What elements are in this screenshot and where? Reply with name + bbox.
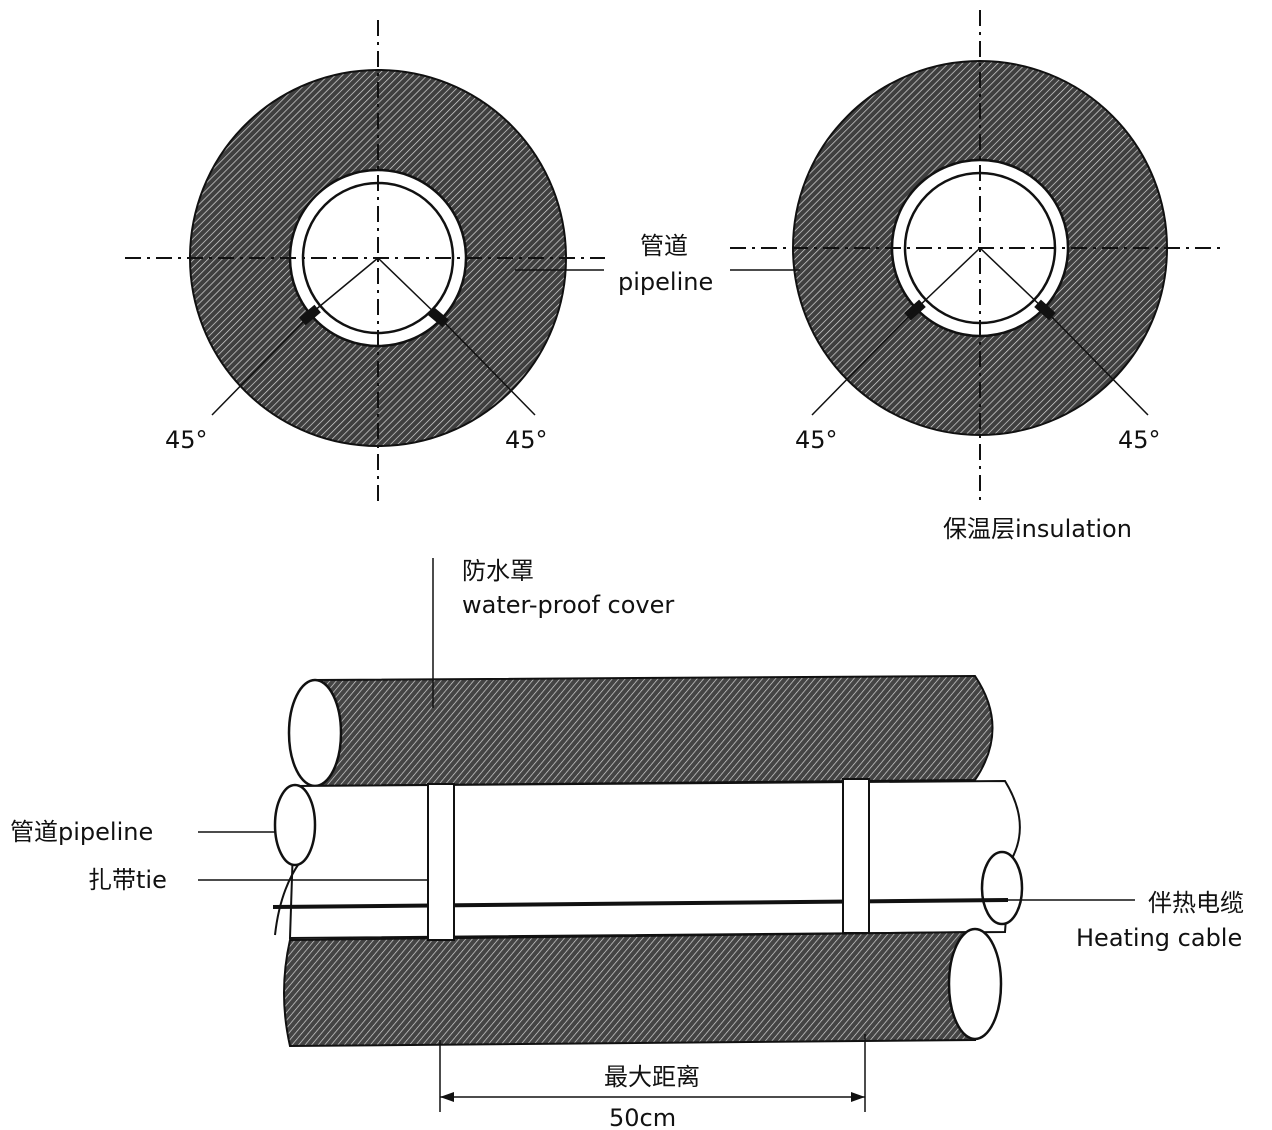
distance-value-label: 50cm <box>609 1104 676 1130</box>
pipeline-callout: 管道 pipeline <box>515 232 800 296</box>
heating-cable-line <box>272 898 1009 909</box>
cross-section-left: 45° 45° <box>125 20 605 505</box>
upper-insulation-shell <box>314 674 994 788</box>
pipe-left-end <box>273 783 317 867</box>
pipeline-side-label: 管道pipeline <box>10 818 153 846</box>
cover-label-cn: 防水罩 <box>462 557 534 585</box>
cross-section-right: 45° 45° 保温层insulation <box>730 10 1225 543</box>
pipe-right-end <box>980 850 1024 926</box>
angle-label-left-2: 45° <box>795 426 838 454</box>
distance-label-cn: 最大距离 <box>604 1063 700 1091</box>
lower-insulation-shell <box>283 930 976 1048</box>
pipe-body <box>288 779 1021 940</box>
lower-shell-end <box>947 927 1003 1041</box>
pipeline-label-cn: 管道 <box>640 232 688 260</box>
insulation-label: 保温层insulation <box>943 515 1132 543</box>
tie-right <box>842 778 870 934</box>
tie-left <box>427 783 455 941</box>
angle-label-left-1: 45° <box>165 426 208 454</box>
angle-label-right-1: 45° <box>505 426 548 454</box>
tie-label: 扎带tie <box>88 866 167 894</box>
upper-shell-end <box>287 678 343 788</box>
angle-label-right-2: 45° <box>1118 426 1161 454</box>
longitudinal-view: 防水罩 water-proof cover 管道pipeline 扎带tie 伴… <box>10 557 1244 1130</box>
pipeline-label-en: pipeline <box>618 268 713 296</box>
heating-label-cn: 伴热电缆 <box>1148 889 1244 917</box>
heating-label-en: Heating cable <box>1076 924 1242 952</box>
cover-label-en: water-proof cover <box>462 591 674 619</box>
